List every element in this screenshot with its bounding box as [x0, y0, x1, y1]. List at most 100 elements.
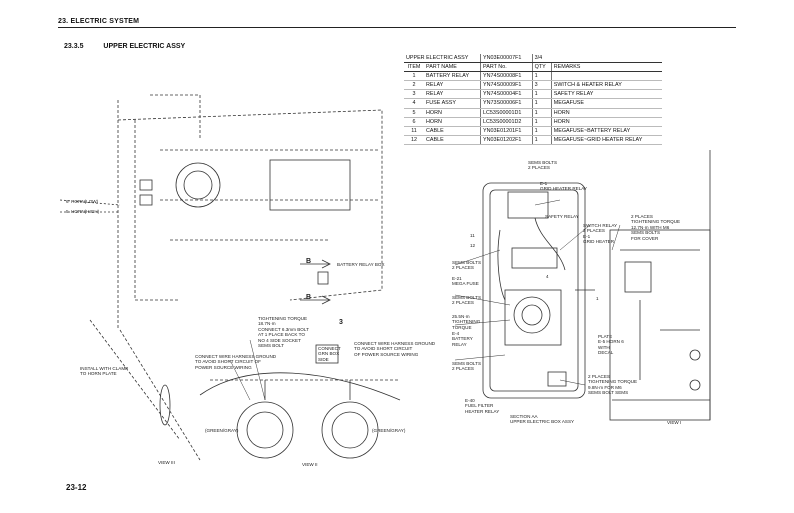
cell: CABLE	[424, 126, 481, 136]
cell: MEGAFUSE~GRID HEATER RELAY	[550, 135, 662, 145]
cell: YN74S00009F1	[480, 80, 533, 91]
cell: HORN	[550, 108, 662, 118]
parts-table-header-row: ITEM PART NAME PART No. QTY REMARKS	[404, 62, 662, 73]
cell: 3	[404, 89, 424, 100]
parts-table-title-row: UPPER ELECTRIC ASSY YN03E00007F1 3/4	[404, 54, 662, 64]
cell: MEGAFUSE	[550, 98, 662, 109]
cell: 12	[404, 135, 424, 145]
view-i-box	[609, 150, 711, 421]
section-view-horns	[89, 319, 401, 461]
label-plate: PLATE E-5 HORN 6 WITH DECAL	[598, 334, 624, 356]
label-sems-bolts-left3: SEMS BOLTS 2 PLACES	[452, 361, 482, 372]
cell: CABLE	[424, 135, 481, 145]
cell: HORN	[424, 117, 481, 127]
col-qty: QTY	[531, 62, 552, 73]
page-number: 23-12	[66, 483, 87, 492]
label-switch-relay: SWITCH RELAY 2 PLACES E-1 GRID HEATER	[583, 223, 618, 245]
parts-table-qty-note: 3/4	[531, 54, 662, 64]
label-e1-relay: E-1 GRID HEATER RELAY	[540, 181, 588, 192]
frame-solid-parts	[59, 159, 351, 305]
section-title: 23. ELECTRIC SYSTEM	[58, 18, 140, 25]
cell: 1	[531, 71, 552, 82]
cell: YN03E01202F1	[480, 135, 533, 145]
cell: 6	[404, 117, 424, 127]
label-install-note: INSTALL WITH CLAMP TO HORN PLATE	[80, 366, 129, 377]
label-num-11: 11	[470, 233, 475, 238]
label-e40-relay: E-40 FUEL FILTER HEATER RELAY	[465, 398, 500, 414]
page-header: 23. ELECTRIC SYSTEM	[58, 18, 736, 28]
leader-lines	[229, 199, 621, 401]
label-num-4: 4	[546, 274, 549, 279]
label-green-right: (GREEN/GRAY)	[372, 428, 406, 433]
cell: MEGAFUSE~BATTERY RELAY	[550, 126, 662, 136]
subsection-title: UPPER ELECTRIC ASSY	[103, 43, 186, 50]
cell: 1	[531, 117, 552, 127]
label-horn-low: 6 HORN(LOW)	[66, 199, 99, 204]
cell: FUSE ASSY	[424, 98, 481, 109]
cell: SWITCH & HEATER RELAY	[550, 80, 662, 91]
col-part-no: PART No.	[480, 62, 533, 73]
cell: HORN	[550, 117, 662, 127]
label-section-aa: SECTION AA UPPER ELECTRIC BOX ASSY	[510, 414, 575, 425]
cell: YN03E01201F1	[480, 126, 533, 136]
label-view-i: VIEW I	[667, 420, 682, 425]
parts-table-assy-number: YN03E00007F1	[480, 54, 533, 64]
label-view-a: VIEW III	[158, 460, 175, 465]
cell: BATTERY RELAY	[424, 71, 481, 82]
label-horn-high: 5 HORN(HIGH)	[66, 209, 100, 214]
label-sems-bolts-top: SEMS BOLTS 2 PLACES	[528, 160, 558, 171]
cell: HORN	[424, 108, 481, 118]
cell: 1	[531, 135, 552, 145]
cell: 5	[404, 108, 424, 118]
section-aa-box	[482, 182, 595, 399]
parts-table: UPPER ELECTRIC ASSY YN03E00007F1 3/4 ITE…	[404, 54, 662, 145]
col-item: ITEM	[404, 62, 424, 73]
label-view-arrow: 3	[339, 319, 343, 326]
label-view-b: VIEW II	[302, 462, 318, 467]
frame-plan-view	[117, 94, 383, 330]
label-connect-note-right: CONNECT WIRE HARNESS GROUND TO AVOID SHO…	[354, 341, 436, 357]
cell: YN74S00004F1	[480, 89, 533, 100]
parts-table-title: UPPER ELECTRIC ASSY	[404, 54, 481, 64]
cell: YN73S00006F1	[480, 98, 533, 109]
cell: LC53S00001D2	[480, 117, 533, 127]
label-b-upper: B	[306, 258, 312, 265]
cell: RELAY	[424, 80, 481, 91]
col-part-name: PART NAME	[424, 62, 481, 73]
subsection-heading: 23.3.5 UPPER ELECTRIC ASSY	[64, 43, 203, 50]
cell: 4	[404, 98, 424, 109]
cell: 1	[404, 71, 424, 82]
cell: 2	[404, 80, 424, 91]
cell	[550, 71, 662, 82]
col-remarks: REMARKS	[550, 62, 662, 73]
label-e4-battery: E-4 BATTERY RELAY	[452, 331, 473, 347]
cell: 1	[531, 108, 552, 118]
label-battery-relay-box: BATTERY RELAY BOX	[337, 262, 385, 267]
cell: 1	[531, 126, 552, 136]
subsection-number: 23.3.5	[64, 43, 84, 50]
cell: 3	[531, 80, 552, 91]
cell: 1	[531, 89, 552, 100]
label-sems-bolts-left2: SEMS BOLTS 2 PLACES	[452, 295, 482, 306]
label-num-1: 1	[596, 296, 599, 301]
cell: 1	[531, 98, 552, 109]
label-torque-mid: 25.5N·m TIGHTENING TORQUE	[452, 314, 481, 330]
cell: RELAY	[424, 89, 481, 100]
cell: LC53S00001D1	[480, 108, 533, 118]
label-b-lower: B	[306, 294, 312, 301]
cell: 11	[404, 126, 424, 136]
label-two-places-right: 2 PLACES TIGHTENING TORQUE 12.7N·m WITH …	[631, 214, 681, 241]
cell: YN74S00008F1	[480, 71, 533, 82]
header-rule	[58, 27, 736, 28]
label-green-left: (GREEN/GRAY)	[205, 428, 239, 433]
label-safety-relay: SAFETY RELAY	[545, 214, 579, 219]
cell: SAFETY RELAY	[550, 89, 662, 100]
